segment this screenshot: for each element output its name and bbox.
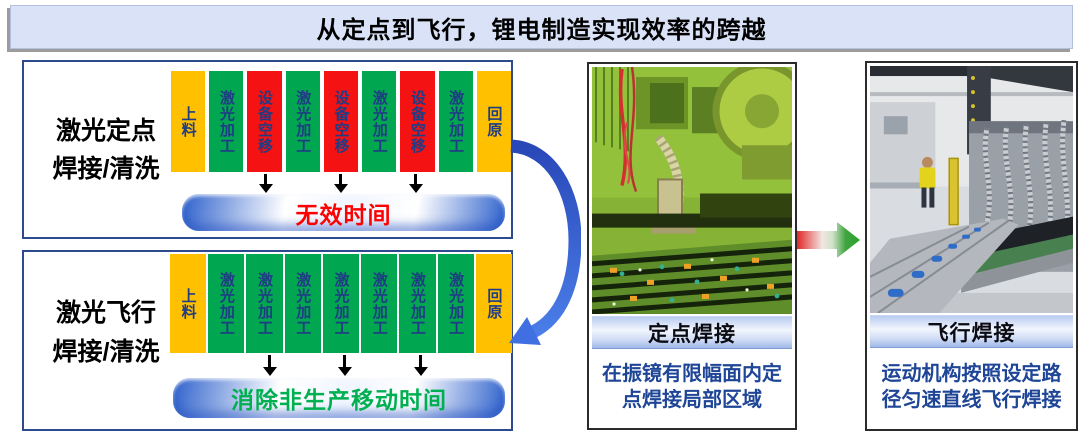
fixed-point-welding-photo: [592, 67, 792, 314]
process-block: 上料: [171, 71, 206, 172]
slide-title: 从定点到飞行，锂电制造实现效率的跨越: [10, 5, 1073, 49]
cycle-improvement-arrow-icon: [509, 139, 581, 345]
fixed-point-description: 在振镜有限幅面内定点焊接局部区域: [602, 363, 782, 411]
down-arrow-icon: [262, 355, 277, 376]
process-block: 设备空移: [400, 71, 435, 172]
process-label-line1: 激光飞行: [55, 299, 156, 327]
process-block: 激光加工: [209, 71, 244, 172]
process-block: 激光加工: [399, 254, 436, 353]
eliminate-time-bar: 消除非生产移动时间: [173, 378, 505, 418]
process-block: 激光加工: [208, 254, 245, 353]
slide-title-text: 从定点到飞行，锂电制造实现效率的跨越: [316, 16, 767, 44]
fixed-point-welding-panel: 定点焊接 在振镜有限幅面内定点焊接局部区域: [587, 62, 797, 430]
flight-process-label: 激光飞行 焊接/清洗: [32, 294, 180, 372]
down-arrow-icon: [333, 174, 348, 193]
fixed-point-caption-bar: 定点焊接: [592, 316, 792, 349]
process-block: 回原: [476, 71, 511, 172]
process-block: 设备空移: [323, 71, 359, 172]
process-label-line1: 激光定点: [55, 117, 156, 145]
process-block: 激光加工: [284, 254, 321, 353]
invalid-time-label: 无效时间: [295, 201, 392, 228]
down-arrow-icon: [413, 355, 428, 376]
process-block: 上料: [170, 254, 207, 353]
process-label-line2: 焊接/清洗: [52, 338, 160, 366]
eliminate-time-label: 消除非生产移动时间: [231, 387, 447, 413]
process-block: 激光加工: [246, 254, 283, 353]
process-block: 激光加工: [362, 71, 397, 172]
fixed-point-process-box: 激光定点 焊接/清洗 上料 激光加工 设备空移 激光加工 设备空移 激光加工 设…: [22, 60, 513, 239]
down-arrow-icon: [337, 355, 352, 376]
down-arrow-icon: [408, 174, 423, 193]
down-arrow-icon: [258, 174, 273, 193]
fixed-point-caption: 定点焊接: [648, 322, 736, 346]
fixed-to-flight-arrow-icon: [795, 222, 860, 258]
process-block: 激光加工: [285, 71, 320, 172]
process-block: 激光加工: [322, 254, 360, 353]
process-block: 激光加工: [437, 254, 474, 353]
process-block: 设备空移: [247, 71, 282, 172]
flight-description: 运动机构按照设定路径匀速直线飞行焊接: [881, 363, 1062, 411]
process-block: 激光加工: [438, 71, 473, 172]
flight-process-box: 激光飞行 焊接/清洗 上料 激光加工 激光加工 激光加工 激光加工 激光加工 激…: [22, 250, 513, 431]
process-block: 激光加工: [361, 254, 398, 353]
flight-welding-panel: 飞行焊接 运动机构按照设定路径匀速直线飞行焊接: [865, 61, 1078, 431]
process-block: 回原: [475, 254, 512, 353]
flight-caption-bar: 飞行焊接: [870, 315, 1073, 348]
flight-caption: 飞行焊接: [927, 321, 1016, 345]
flight-welding-photo: [870, 66, 1073, 313]
invalid-time-bar: 无效时间: [182, 194, 505, 231]
fixed-point-block-sequence: 上料 激光加工 设备空移 激光加工 设备空移 激光加工 设备空移 激光加工 回原: [171, 71, 511, 172]
process-label-line2: 焊接/清洗: [52, 155, 160, 183]
flight-block-sequence: 上料 激光加工 激光加工 激光加工 激光加工 激光加工 激光加工 激光加工 回原: [170, 254, 512, 353]
fixed-point-process-label: 激光定点 焊接/清洗: [32, 112, 180, 188]
